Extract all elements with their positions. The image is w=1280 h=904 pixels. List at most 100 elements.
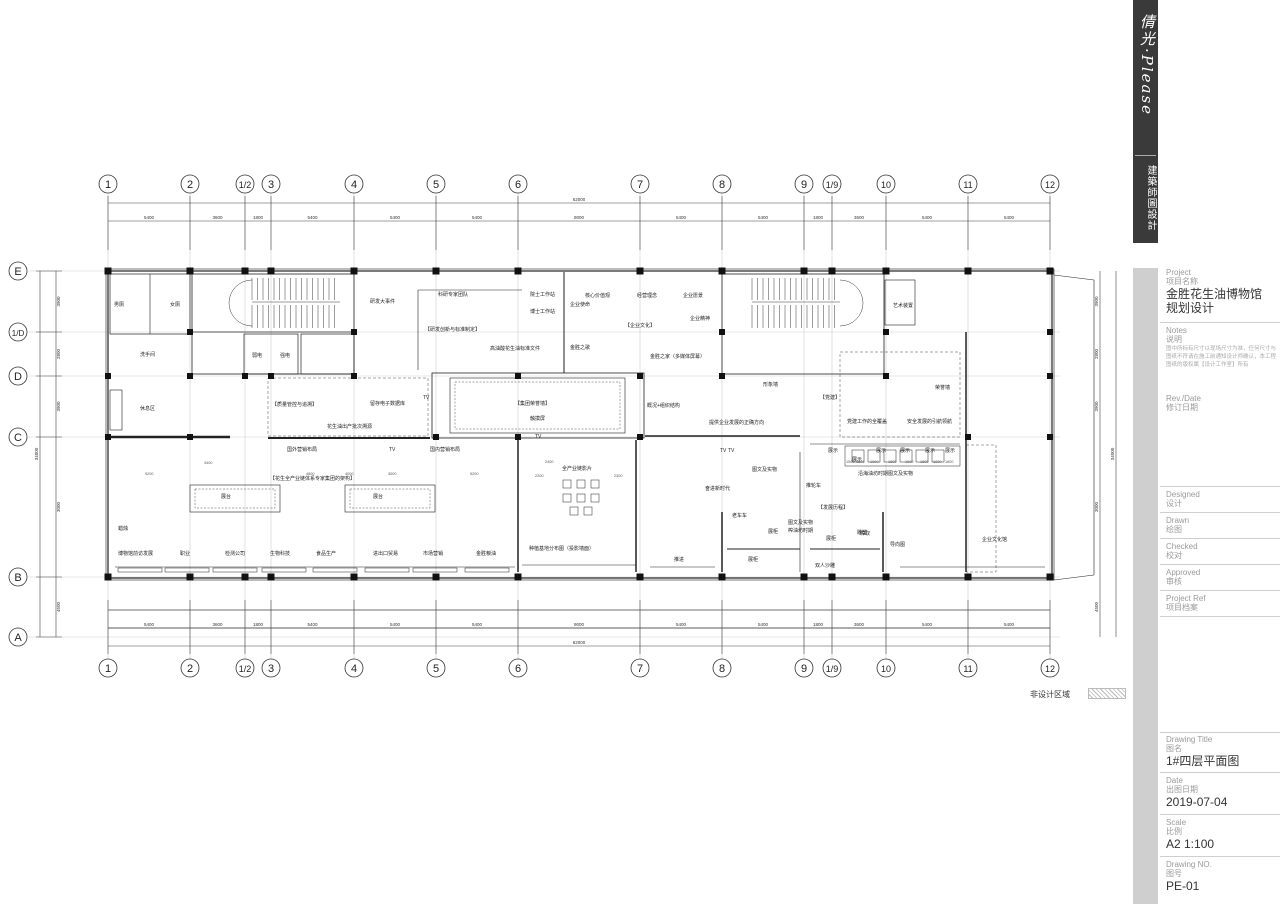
room-label-r41: 图文及实物: [752, 466, 777, 473]
grid-bubble-label: 8: [719, 179, 725, 191]
room-label-r52: 企业文化馆: [982, 536, 1007, 543]
room-label-r63: 展示: [945, 448, 955, 454]
room-label-r33: 触摸屏: [530, 415, 545, 422]
structural-column: [637, 434, 643, 440]
grid-bubble: [98, 174, 118, 194]
structural-column: [882, 267, 890, 275]
structural-column: [828, 267, 836, 275]
grid-bubble-label: 11: [963, 664, 972, 674]
grid-bubble: [426, 658, 446, 678]
grid-bubble-label: 5: [433, 179, 439, 191]
scale-value: A2 1:100: [1166, 837, 1215, 851]
grid-bubble: [8, 567, 28, 587]
tv-label: TV: [728, 448, 735, 454]
grid-bubble: [426, 174, 446, 194]
room-label-r46: 展柜: [768, 528, 778, 535]
rev-cn: 修订日期: [1166, 403, 1198, 412]
structural-column: [187, 373, 193, 379]
dimension-value: 4500: [56, 601, 61, 612]
structural-column: [350, 267, 358, 275]
room-label-r51: 导向图: [890, 541, 905, 548]
room-label-r58: 雕塑: [857, 529, 867, 536]
dimension-value: 5400: [390, 215, 401, 220]
exhibit-label: 市场营销: [423, 550, 443, 557]
brand-sub-text: 建築師圖設計: [1145, 165, 1156, 231]
grid-bubble-label: C: [14, 432, 22, 444]
dimension-total: 62000: [573, 640, 586, 645]
structural-column: [187, 329, 193, 335]
structural-column: [267, 573, 275, 581]
vitrine: [867, 449, 881, 463]
inner-dimension: 3000: [388, 472, 396, 476]
dimension-value: 4500: [1094, 601, 1099, 612]
room-label-r3: 洗手间: [140, 351, 155, 358]
dimension-value: 5400: [1004, 215, 1015, 220]
structural-column: [637, 373, 643, 379]
room-label-r4: 休息区: [140, 405, 155, 412]
divider: [1160, 732, 1280, 733]
display-box: [569, 506, 579, 516]
divider: [1160, 772, 1280, 773]
grid-bubble-label: 1: [105, 663, 111, 675]
grid-bubble-label: E: [14, 266, 21, 278]
structural-column: [883, 329, 889, 335]
dimension-value: 5400: [922, 215, 933, 220]
room-label-r7: 研发大事件: [370, 298, 395, 305]
grid-bubble-label: 2: [187, 179, 193, 191]
divider: [1160, 512, 1280, 513]
structural-column: [1047, 434, 1053, 440]
designed-en: Designed: [1166, 490, 1200, 499]
room-label-r23: 【党建】: [820, 394, 840, 401]
room-label-r6: 强电: [280, 352, 290, 359]
room-label-r36: 【花生全产业链体系专家集团的架构】: [270, 475, 355, 482]
project-name-line2: 规划设计: [1166, 301, 1215, 315]
scale-cn: 比例: [1166, 827, 1182, 836]
structural-column: [242, 373, 248, 379]
dimension-total: 62000: [573, 197, 586, 202]
dimension-value: 9000: [574, 622, 585, 627]
grid-bubble: [822, 658, 842, 678]
display-rail: [464, 567, 510, 573]
room-label-r27: 【质量管控与追溯】: [272, 401, 317, 408]
date-section: Date 出图日期 2019-07-04: [1166, 776, 1227, 809]
notes-cn: 说明: [1166, 335, 1182, 344]
dimension-value: 3900: [56, 296, 61, 307]
inner-dimension: 3400: [204, 461, 212, 465]
room-label-r37: 展台: [221, 493, 231, 500]
inner-dimension: 1000: [905, 460, 913, 464]
inner-dimension: 1000: [933, 460, 941, 464]
grid-bubble: [8, 261, 28, 281]
date-cn: 出图日期: [1166, 785, 1198, 794]
display-rail: [164, 567, 210, 573]
date-en: Date: [1166, 776, 1183, 785]
drawn-cn: 绘图: [1166, 525, 1182, 534]
grid-bubble: [261, 658, 281, 678]
grid-bubble: [876, 174, 896, 194]
rev-en: Rev./Date: [1166, 394, 1201, 403]
room-label-r49: 展柜: [826, 535, 836, 542]
hatch-swatch: [1088, 688, 1126, 699]
structural-column: [432, 573, 440, 581]
room-label-r56: 推进: [674, 556, 684, 563]
designed-cn: 设计: [1166, 499, 1182, 508]
checked-en: Checked: [1166, 542, 1198, 551]
title-block: [1160, 0, 1280, 904]
room-label-r45: 老车车: [732, 512, 747, 519]
structural-column: [104, 573, 112, 581]
grid-bubble-label: 1/2: [239, 664, 252, 674]
dimension-value: 3600: [854, 215, 865, 220]
grid-bubble-label: 8: [719, 663, 725, 675]
structural-column: [186, 573, 194, 581]
room-label-r31: 国内营销布局: [430, 446, 460, 453]
structural-column: [718, 573, 726, 581]
dimension-total: 34000: [1110, 447, 1115, 460]
room-label-r34: 概况+组织结构: [647, 402, 680, 409]
divider: [1160, 564, 1280, 565]
grid-bubble-label: 6: [515, 663, 521, 675]
structural-column: [515, 373, 521, 379]
dimension-value: 5400: [144, 215, 155, 220]
structural-column: [268, 373, 274, 379]
room-label-r15: 企业愿景: [683, 292, 703, 299]
title-block-bar: [1133, 268, 1158, 904]
grid-bubble-label: 10: [881, 180, 891, 190]
